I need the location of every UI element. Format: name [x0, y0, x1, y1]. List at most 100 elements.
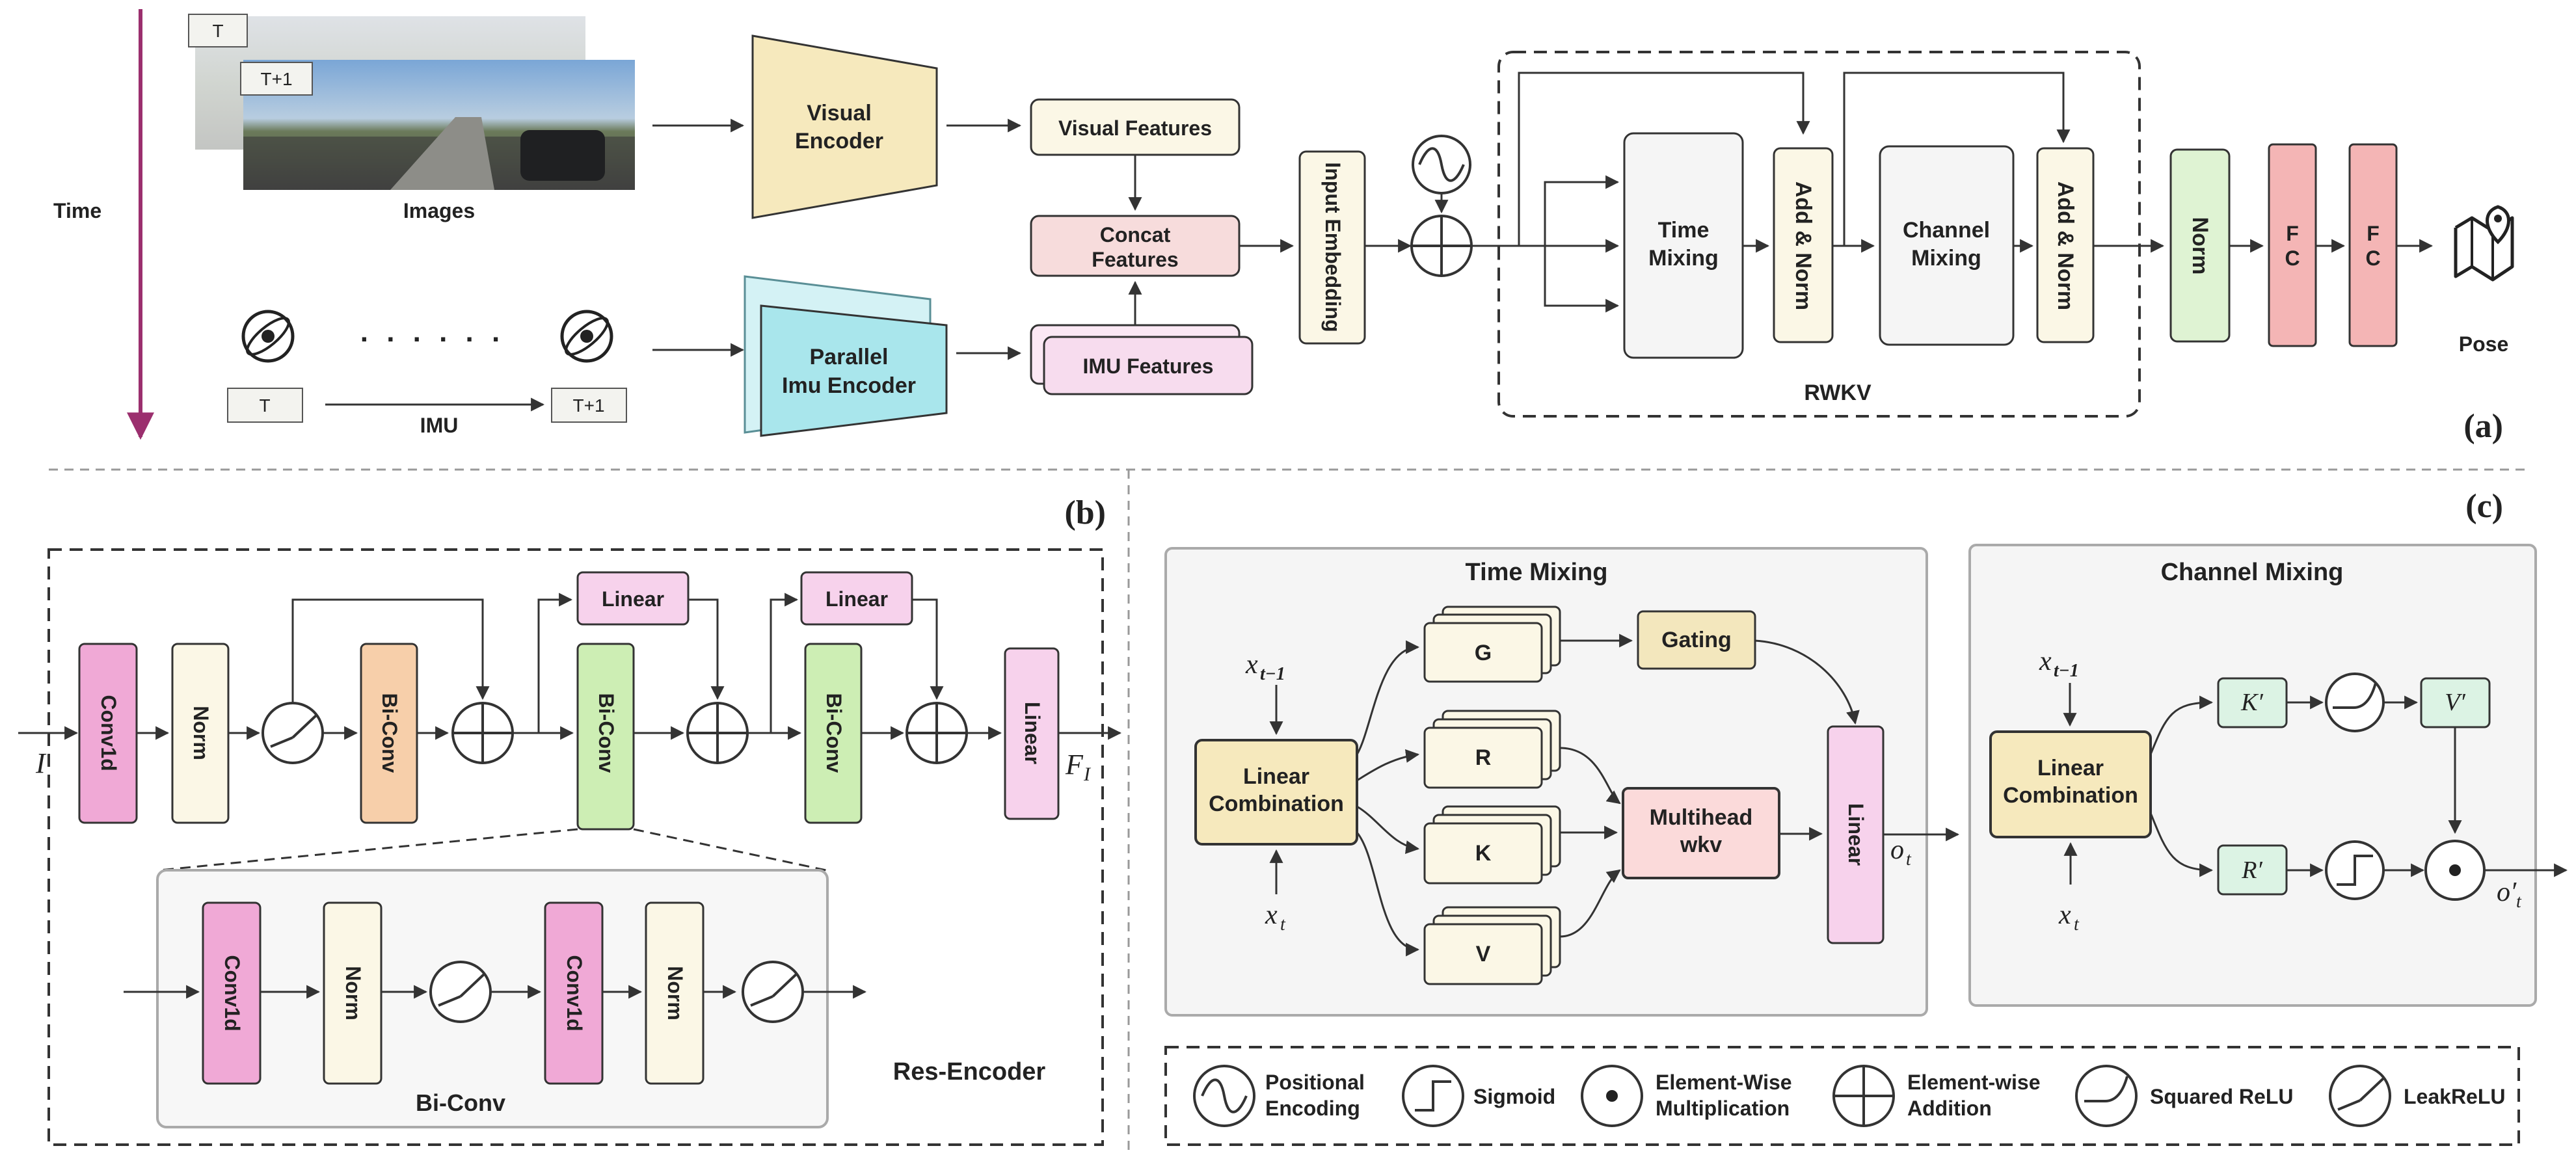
linear-combination-2-block: [1989, 730, 2152, 838]
output-subscript: I: [1083, 764, 1092, 785]
imu-sensor-icon-t1: [560, 310, 613, 363]
add-norm-1-label: Add & Norm: [1791, 181, 1816, 310]
imu-orbit-icon-t1: [565, 317, 609, 356]
linear-combination-block: [1194, 739, 1358, 846]
pose-label: Pose: [2459, 332, 2508, 356]
add-norm-2-label: Add & Norm: [2053, 181, 2078, 310]
images-label: Images: [403, 199, 475, 222]
leakrelu-icon: [262, 702, 324, 764]
r-label: R: [1475, 745, 1492, 770]
channel-mixing-line1: Channel: [1903, 218, 1990, 243]
car-shape: [520, 130, 605, 181]
channel-mixing-line2: Mixing: [1911, 246, 1981, 271]
input-symbol: I: [35, 747, 47, 779]
fc-2: [2348, 143, 2398, 347]
r-stack: [1423, 710, 1561, 789]
rwkv-label: RWKV: [1804, 380, 1872, 405]
detail-norm-2-label: Norm: [664, 966, 687, 1020]
panel-c: (c) Time Mixing x t−1 Linear Combination…: [1164, 488, 2568, 1146]
legend-squared-relu-icon: [2075, 1065, 2138, 1127]
biconv-1-label: Bi-Conv: [378, 693, 401, 773]
skip-path-1: [291, 598, 490, 703]
x-cur: x: [1265, 900, 1278, 930]
fc-1-line1: F: [2286, 222, 2299, 245]
res-encoder-label: Res-Encoder: [893, 1058, 1046, 1086]
legend-sigmoid-label: Sigmoid: [1473, 1085, 1555, 1108]
detail-biconv-label: Bi-Conv: [416, 1089, 505, 1116]
gating-label: Gating: [1661, 628, 1732, 652]
k-prime-label: K′: [2240, 689, 2263, 716]
time-mixing-line1: Time: [1658, 218, 1710, 243]
residual-path-2: [1843, 72, 2071, 246]
time-mixing-linear-label: Linear: [1844, 803, 1868, 866]
imu-sensor-icon-t: [241, 310, 295, 363]
legend-box: [1164, 1046, 2520, 1146]
fc-2-line2: C: [2365, 246, 2380, 270]
imu-features-label: IMU Features: [1083, 354, 1214, 378]
x-prev: x: [1245, 650, 1258, 680]
imu-sensors: . . . . . . T T+1 IMU: [227, 310, 627, 437]
r-prime-label: R′: [2241, 857, 2262, 884]
detail-norm-1-label: Norm: [342, 966, 365, 1020]
linear-out-label: Linear: [1021, 702, 1044, 764]
v-stack: [1423, 906, 1561, 985]
x-prev-2-sub: t−1: [2054, 661, 2079, 681]
o-prime-sub: t: [2516, 892, 2522, 912]
channel-mixing-panel: [1968, 544, 2537, 1007]
biconv-2-label: Bi-Conv: [595, 693, 618, 773]
detail-conv1d-1: [202, 901, 262, 1085]
detail-conv1d-2-label: Conv1d: [563, 955, 586, 1031]
linear-combination-line2: Combination: [1209, 792, 1344, 816]
detail-conv1d-1-label: Conv1d: [221, 955, 244, 1031]
imu-t-label: T: [259, 395, 270, 416]
x-prev-2: x: [2039, 646, 2052, 676]
gating-block: [1637, 610, 1756, 670]
output-symbol: F: [1065, 749, 1084, 780]
imu-core-icon-t: [262, 330, 275, 343]
linear-2-label: Linear: [825, 587, 888, 611]
linear-combination-2-line2: Combination: [2003, 783, 2138, 808]
o-prime: o′: [2497, 877, 2517, 907]
detail-norm-1: [323, 901, 382, 1085]
v-label: V: [1476, 942, 1491, 966]
o-t: o: [1890, 835, 1904, 865]
frame-t-tag: [188, 14, 248, 47]
legend-squared-relu-label: Squared ReLU: [2150, 1085, 2293, 1108]
visual-encoder-line2: Encoder: [795, 129, 883, 153]
res-encoder-block: [47, 548, 1104, 1146]
fc-1-line2: C: [2285, 246, 2300, 270]
linear-1-block: [576, 571, 690, 626]
biconv-3-label: Bi-Conv: [822, 693, 846, 773]
linear-combination-line1: Linear: [1243, 764, 1309, 789]
imu-t1-label: T+1: [572, 395, 604, 416]
detail-leakrelu-icon-1: [429, 961, 492, 1023]
panel-a: Time T T+1 Images . . . . . . T: [53, 9, 2514, 445]
detail-leakrelu-icon-2: [742, 961, 804, 1023]
fc-2-line1: F: [2367, 222, 2380, 245]
x-prev-sub: t−1: [1260, 664, 1285, 684]
panel-b: (b) I Conv1d Norm Bi-Conv Linear: [18, 494, 1122, 1146]
fc-1: [2268, 143, 2317, 347]
concat-features-line1: Concat: [1100, 223, 1171, 246]
frame-t-label: T: [212, 21, 223, 41]
legend-leakrelu-label: LeakReLU: [2404, 1085, 2506, 1108]
conv1d-label: Conv1d: [97, 695, 120, 771]
panel-c-label: (c): [2465, 488, 2503, 525]
rwkv-block: [1497, 51, 2141, 418]
imu-t1-tag: [551, 388, 627, 423]
squared-relu-icon: [2325, 673, 2385, 732]
legend-positional-line2: Encoding: [1265, 1097, 1360, 1120]
imu-core-icon-t1: [580, 330, 593, 343]
linear-1-label: Linear: [602, 587, 664, 611]
sine-wave-icon: [1418, 147, 1465, 182]
time-label: Time: [53, 199, 101, 222]
imu-dots: . . . . . .: [360, 316, 505, 348]
legend-mult-line2: Multiplication: [1656, 1097, 1790, 1120]
imu-encoder: [760, 304, 948, 437]
time-mixing-line2: Mixing: [1648, 246, 1719, 271]
map-pin-icon: [2454, 205, 2514, 282]
imu-encoder-line1: Parallel: [810, 345, 889, 369]
k-label: K: [1475, 841, 1492, 866]
